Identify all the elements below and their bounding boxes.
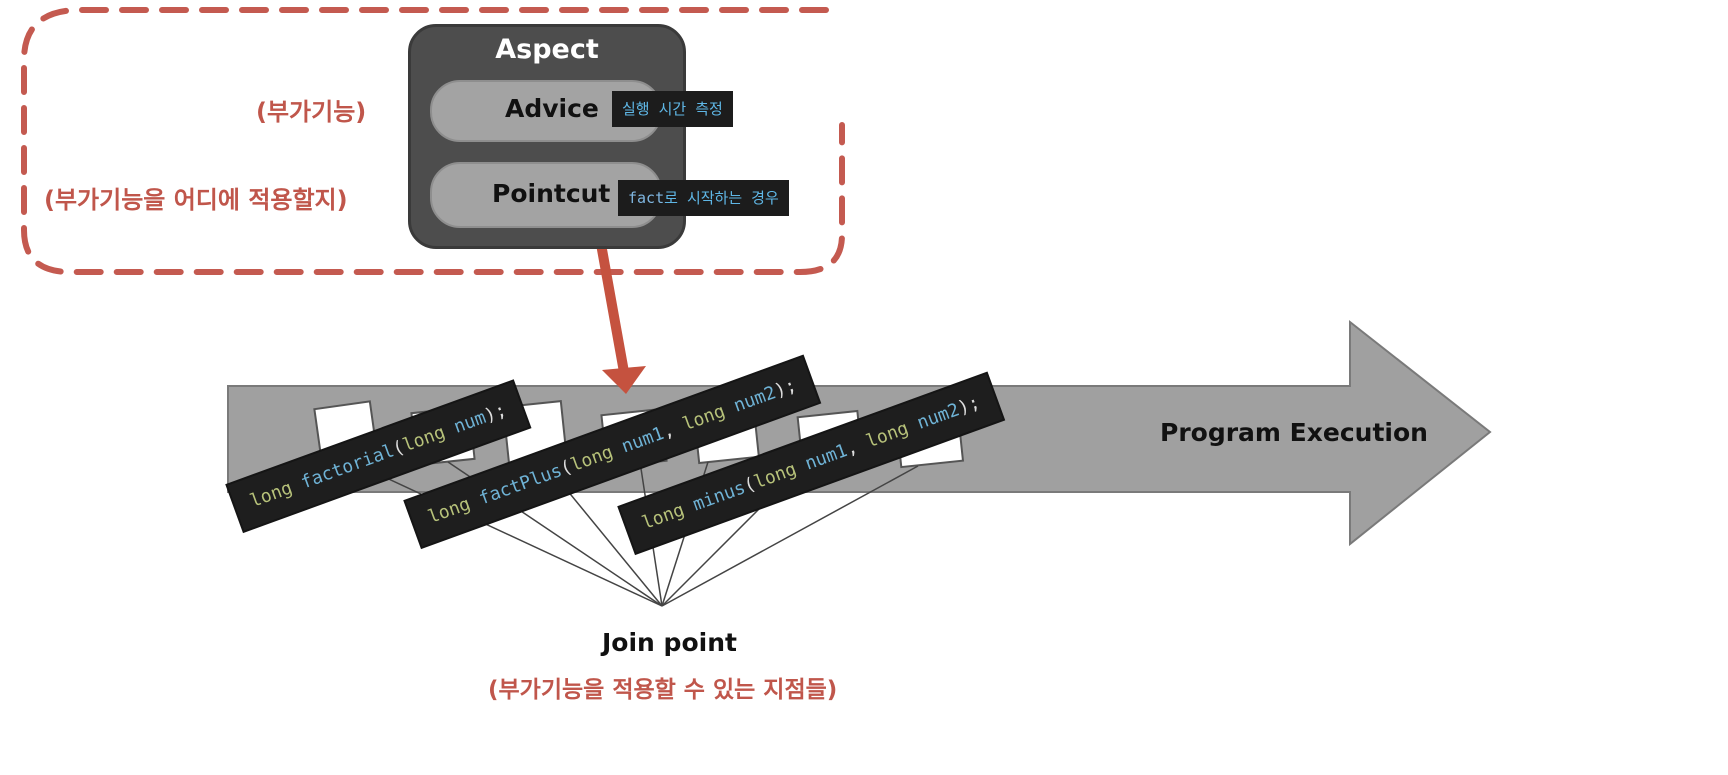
advice-label: Advice bbox=[505, 94, 599, 123]
signature-param-type: long bbox=[567, 441, 616, 477]
signature-param-name: num2 bbox=[730, 382, 779, 417]
signature-method-name: minus bbox=[690, 477, 749, 516]
pointcut-note: fact로 시작하는 경우 bbox=[618, 180, 789, 216]
signature-return-type: long bbox=[425, 493, 474, 528]
pointcut-description: (부가기능을 어디에 적용할지) bbox=[44, 186, 348, 214]
signature-param-type: long bbox=[751, 458, 800, 494]
signature-param-type: long bbox=[679, 400, 728, 436]
aspect-title: Aspect bbox=[495, 34, 599, 65]
pointcut-note-code: fact bbox=[628, 189, 665, 207]
signature-param-name: num1 bbox=[802, 440, 851, 475]
signature-param-type: long bbox=[863, 417, 912, 453]
program-execution-label: Program Execution bbox=[1160, 418, 1428, 447]
pointcut-note-text: 로 시작하는 경우 bbox=[664, 189, 779, 207]
advice-description: (부가기능) bbox=[256, 98, 367, 126]
signature-return-type: long bbox=[247, 477, 296, 512]
signature-return-type: long bbox=[639, 499, 688, 534]
advice-note: 실행 시간 측정 bbox=[612, 91, 733, 127]
aop-diagram bbox=[21, 7, 1492, 607]
signature-param-name: num2 bbox=[914, 399, 963, 434]
pointcut-label: Pointcut bbox=[492, 179, 611, 208]
advice-note-text: 실행 시간 측정 bbox=[622, 100, 723, 118]
join-point-label: Join point bbox=[602, 628, 737, 657]
signature-param-type: long bbox=[400, 421, 448, 457]
signature-param-name: num1 bbox=[618, 422, 667, 458]
join-point-description: (부가기능을 적용할 수 있는 지점들) bbox=[488, 677, 838, 703]
aspect-region-dashed-border bbox=[21, 7, 845, 275]
